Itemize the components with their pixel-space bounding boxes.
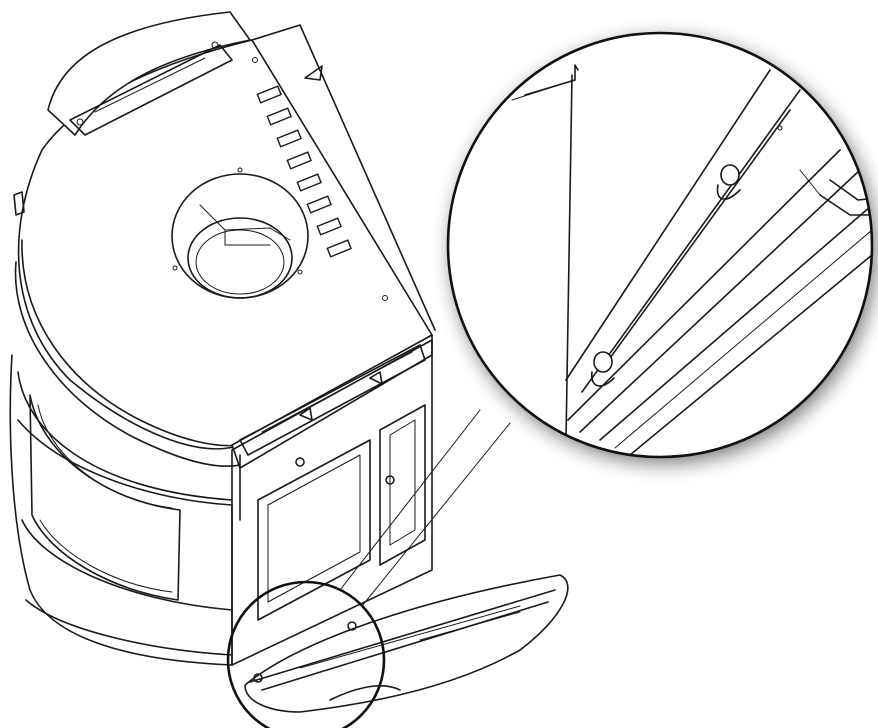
front-plate-edge: [249, 589, 556, 683]
flue-collar: [187, 217, 293, 299]
callout-pin-base: [590, 371, 615, 387]
side-firebox-inset: [389, 419, 416, 546]
screw-dot: [172, 265, 178, 271]
leader-line: [339, 409, 481, 591]
top-tab: [304, 65, 323, 81]
vent-slot: [296, 173, 322, 192]
callout-contents: [511, 64, 872, 456]
flue-inner-ring: [195, 229, 285, 295]
callout-screw-dot: [777, 125, 783, 131]
callout-rail: [565, 69, 771, 381]
plate-curl: [329, 685, 401, 701]
vent-slot: [266, 107, 292, 126]
callout-rail: [599, 199, 872, 441]
detail-highlight-circle: [226, 580, 386, 728]
front-plate-rail: [261, 601, 549, 691]
front-plate: [244, 574, 569, 713]
callout-border: [446, 31, 874, 459]
callout-rail: [581, 89, 801, 393]
callout-rail: [567, 149, 841, 421]
side-firebox-panel: [379, 404, 426, 566]
vent-slot: [286, 151, 312, 170]
top-plate-rim-edge: [21, 239, 241, 447]
stove-band-bottom: [25, 599, 233, 656]
callout-pin-base: [716, 184, 741, 200]
callout-hinge-pin: [593, 351, 613, 373]
stove-body: [9, 11, 436, 666]
side-bracket: [13, 191, 25, 216]
rear-hinge-line: [94, 57, 206, 113]
flue-opening: [171, 173, 309, 299]
vent-slot: [316, 217, 342, 236]
rear-hinge-bar: [69, 44, 233, 136]
glass-door-inner-edge: [37, 404, 173, 509]
callout-rail: [579, 169, 861, 433]
glass-door-window: [29, 394, 181, 601]
screw-dot: [382, 295, 388, 301]
rear-hinged-plate: [47, 11, 251, 136]
vent-slot: [326, 239, 352, 258]
inner-firebox-panel-inset: [267, 454, 361, 603]
hinge-clip: [369, 371, 383, 385]
callout-rail: [629, 249, 872, 456]
open-front-plate: [244, 574, 569, 713]
vent-slot: [306, 195, 332, 214]
screw-dot: [237, 167, 243, 173]
hinge-pin: [76, 118, 84, 126]
front-plate-rail-detail: [299, 605, 521, 669]
callout-rail-thin: [614, 224, 872, 449]
callout-disc: [448, 33, 872, 457]
screw-dot: [297, 269, 303, 275]
screw-dot: [252, 57, 258, 63]
top-panel-side-edge: [251, 24, 436, 331]
top-plate-rim-lower: [14, 261, 241, 468]
hinge-clip: [299, 407, 313, 421]
callout-bracket-line: [799, 169, 821, 196]
front-plate-rail-detail: [419, 611, 521, 641]
fixing-knob: [385, 475, 395, 485]
stove-band-lower: [21, 519, 233, 611]
fixing-knob: [295, 457, 305, 467]
glass-door-inner-edge-lower: [39, 519, 173, 593]
flue-inner-detail: [224, 229, 271, 246]
stove-lower-shell: [9, 354, 233, 666]
plate-hinge-pin: [347, 621, 357, 631]
vent-slot: [256, 85, 282, 104]
hinge-pin: [211, 41, 219, 49]
vent-slots: [256, 85, 352, 258]
front-opening-frame: [231, 339, 433, 666]
callout-hinge-pin: [720, 164, 740, 186]
magnified-callout: [446, 31, 874, 459]
vent-slot: [276, 129, 302, 148]
inner-firebox-panel: [257, 439, 371, 621]
plate-hinge-pin: [253, 673, 263, 683]
front-hinge-bar: [239, 344, 426, 456]
callout-top-corner-line: [511, 81, 569, 101]
stove-band-upper: [17, 371, 233, 501]
leader-line: [361, 422, 511, 607]
flue-inner-detail: [199, 204, 291, 241]
callout-rail: [609, 109, 791, 359]
